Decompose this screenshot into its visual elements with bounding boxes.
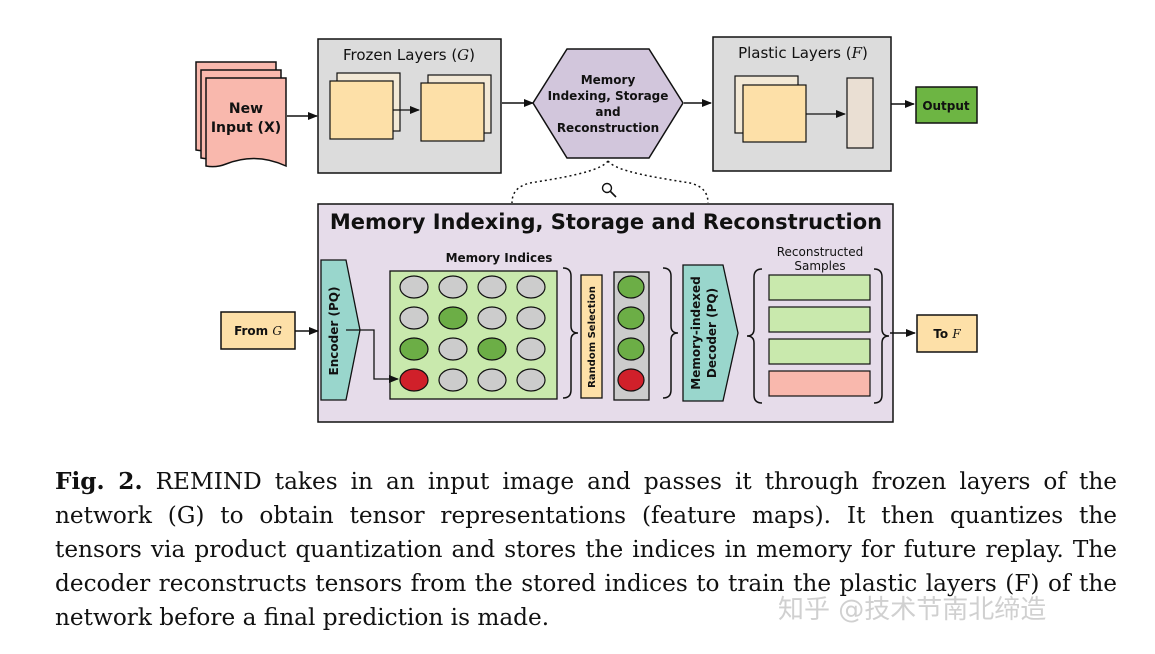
frozen-layers-block: Frozen Layers (G) xyxy=(317,38,502,174)
index-cell-2-2 xyxy=(477,337,507,361)
selected-cell-0 xyxy=(617,275,645,299)
encoder-block: Encoder (PQ) xyxy=(320,259,361,401)
random-selection-label: Random Selection xyxy=(587,286,598,388)
new-input-block: New Input (X) xyxy=(195,61,287,168)
output-block: Output xyxy=(915,86,978,124)
caption-text: REMIND takes in an input image and passe… xyxy=(55,468,1117,631)
memory-node-line2: Indexing, Storage xyxy=(548,89,669,103)
magnifier-icon xyxy=(601,182,617,198)
index-cell-0-2 xyxy=(477,275,507,299)
plastic-feature-map-front xyxy=(742,84,807,143)
to-f-block: To F xyxy=(916,314,978,353)
brace-selected xyxy=(662,267,679,399)
index-cell-0-3 xyxy=(516,275,546,299)
plastic-layers-title: Plastic Layers (F) xyxy=(738,44,868,62)
index-cell-1-2 xyxy=(477,306,507,330)
plastic-layers-block: Plastic Layers (F) xyxy=(712,36,892,172)
random-selection-block: Random Selection xyxy=(580,274,603,399)
index-cell-0-1 xyxy=(438,275,468,299)
output-label: Output xyxy=(922,99,970,113)
index-cell-0-0 xyxy=(399,275,429,299)
arrow-encoder-to-index xyxy=(346,329,399,383)
reconstructed-samples xyxy=(768,274,871,397)
zoom-connector-left xyxy=(511,160,609,204)
reconstructed-sample-1 xyxy=(768,306,871,333)
memory-node-line3: and xyxy=(595,105,620,119)
index-cell-1-3 xyxy=(516,306,546,330)
memory-indices-label: Memory Indices xyxy=(446,251,553,265)
frozen-layers-title: Frozen Layers (G) xyxy=(343,46,475,64)
memory-node-line1: Memory xyxy=(581,73,636,87)
panel-title: Memory Indexing, Storage and Reconstruct… xyxy=(330,210,882,234)
memory-hexagon-node: Memory Indexing, Storage and Reconstruct… xyxy=(532,48,684,159)
index-cell-1-1 xyxy=(438,306,468,330)
reconstructed-label-line1: Reconstructed xyxy=(777,245,864,259)
zoom-connector-right xyxy=(607,160,709,204)
new-input-label-line2: Input (X) xyxy=(211,120,281,136)
reconstructed-sample-0 xyxy=(768,274,871,301)
index-cell-3-2 xyxy=(477,368,507,392)
index-cell-3-0 xyxy=(399,368,429,392)
from-g-block: From G xyxy=(220,311,296,350)
brace-indices xyxy=(562,267,579,399)
reconstructed-label-line2: Samples xyxy=(794,259,845,273)
index-cell-1-0 xyxy=(399,306,429,330)
selected-cell-2 xyxy=(617,337,645,361)
from-g-label: From G xyxy=(234,324,282,338)
feature-map-front-1 xyxy=(329,80,394,140)
new-input-label-line1: New xyxy=(229,101,263,117)
index-cell-2-3 xyxy=(516,337,546,361)
figure-caption: Fig. 2. REMIND takes in an input image a… xyxy=(55,465,1117,635)
decoder-label-line1: Memory-indexed xyxy=(689,276,703,389)
figure-label: Fig. 2. xyxy=(55,468,143,495)
selected-indices-cells xyxy=(617,275,645,392)
memory-node-line4: Reconstruction xyxy=(557,121,659,135)
brace-samples-right xyxy=(873,268,890,404)
reconstructed-sample-3 xyxy=(768,370,871,397)
index-cell-2-1 xyxy=(438,337,468,361)
index-grid-cells xyxy=(399,275,546,392)
index-cell-3-3 xyxy=(516,368,546,392)
remind-architecture-diagram: New Input (X) Frozen Layers (G) Memory I… xyxy=(195,36,978,423)
memory-detail-panel: Memory Indexing, Storage and Reconstruct… xyxy=(317,203,894,423)
index-cell-3-1 xyxy=(438,368,468,392)
encoder-label: Encoder (PQ) xyxy=(327,287,341,376)
brace-samples-left xyxy=(746,268,763,404)
decoder-label-line2: Decoder (PQ) xyxy=(705,288,719,378)
to-f-label: To F xyxy=(933,327,961,341)
selected-cell-1 xyxy=(617,306,645,330)
plastic-fc-layer xyxy=(846,77,874,149)
index-cell-2-0 xyxy=(399,337,429,361)
feature-map-front-2 xyxy=(420,82,485,142)
reconstructed-sample-2 xyxy=(768,338,871,365)
decoder-block: Memory-indexed Decoder (PQ) xyxy=(682,264,739,402)
watermark-text: 知乎 @技术节南北缔造 xyxy=(778,595,1047,625)
selected-cell-3 xyxy=(617,368,645,392)
